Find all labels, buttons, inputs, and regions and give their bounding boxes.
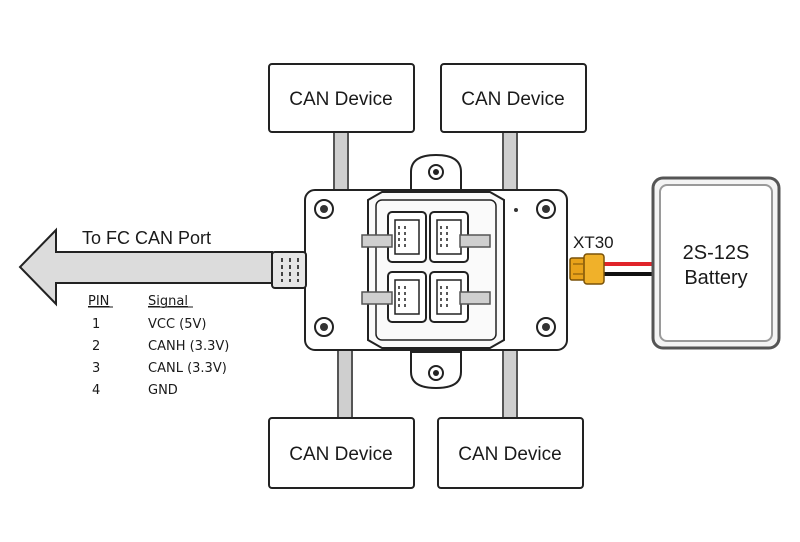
screw-bottom-right xyxy=(536,317,556,337)
fc-arrow xyxy=(18,227,273,307)
port-top-left xyxy=(387,211,427,263)
screw-bottom-left xyxy=(314,317,334,337)
fc-cable-connector xyxy=(271,251,307,289)
cable-ends xyxy=(361,234,491,305)
can-device-bottom-left-label: CAN Device xyxy=(289,444,392,465)
can-device-top-right: CAN Device xyxy=(440,63,587,133)
pin-table: PIN Signal 1 VCC (5V) 2 CANH (3.3V) 3 CA… xyxy=(88,294,229,398)
port-bottom-left xyxy=(387,271,427,323)
pin-row-2-pin: 2 xyxy=(92,339,100,354)
pin-row-1-pin: 1 xyxy=(92,317,100,332)
xt30-connector xyxy=(569,253,605,285)
pin-row-3-pin: 3 xyxy=(92,361,100,376)
can-device-top-right-label: CAN Device xyxy=(461,89,564,110)
arrow-label: To FC CAN Port xyxy=(82,228,211,248)
screw-top-left xyxy=(314,199,334,219)
can-device-bottom-right-label: CAN Device xyxy=(458,444,561,465)
battery-label-line2: Battery xyxy=(684,267,747,289)
battery-wires xyxy=(602,262,660,276)
pin-row-3-signal: CANL (3.3V) xyxy=(148,361,227,376)
pin-row-4-pin: 4 xyxy=(92,383,100,398)
xt30-label: XT30 xyxy=(573,233,614,252)
pin-row-1-signal: VCC (5V) xyxy=(148,317,207,332)
battery-box: 2S-12S Battery xyxy=(651,176,781,350)
pin-row-4-signal: GND xyxy=(148,383,178,398)
screw-top-right xyxy=(536,199,556,219)
pin-header: PIN xyxy=(88,294,109,309)
signal-header: Signal xyxy=(148,294,188,309)
pin-row-2-signal: CANH (3.3V) xyxy=(148,339,229,354)
battery-label-line1: 2S-12S xyxy=(683,242,750,264)
can-device-bottom-left: CAN Device xyxy=(268,417,415,489)
can-device-top-left: CAN Device xyxy=(268,63,415,133)
port-bottom-right xyxy=(429,271,469,323)
can-device-bottom-right: CAN Device xyxy=(437,417,584,489)
can-device-top-left-label: CAN Device xyxy=(289,89,392,110)
